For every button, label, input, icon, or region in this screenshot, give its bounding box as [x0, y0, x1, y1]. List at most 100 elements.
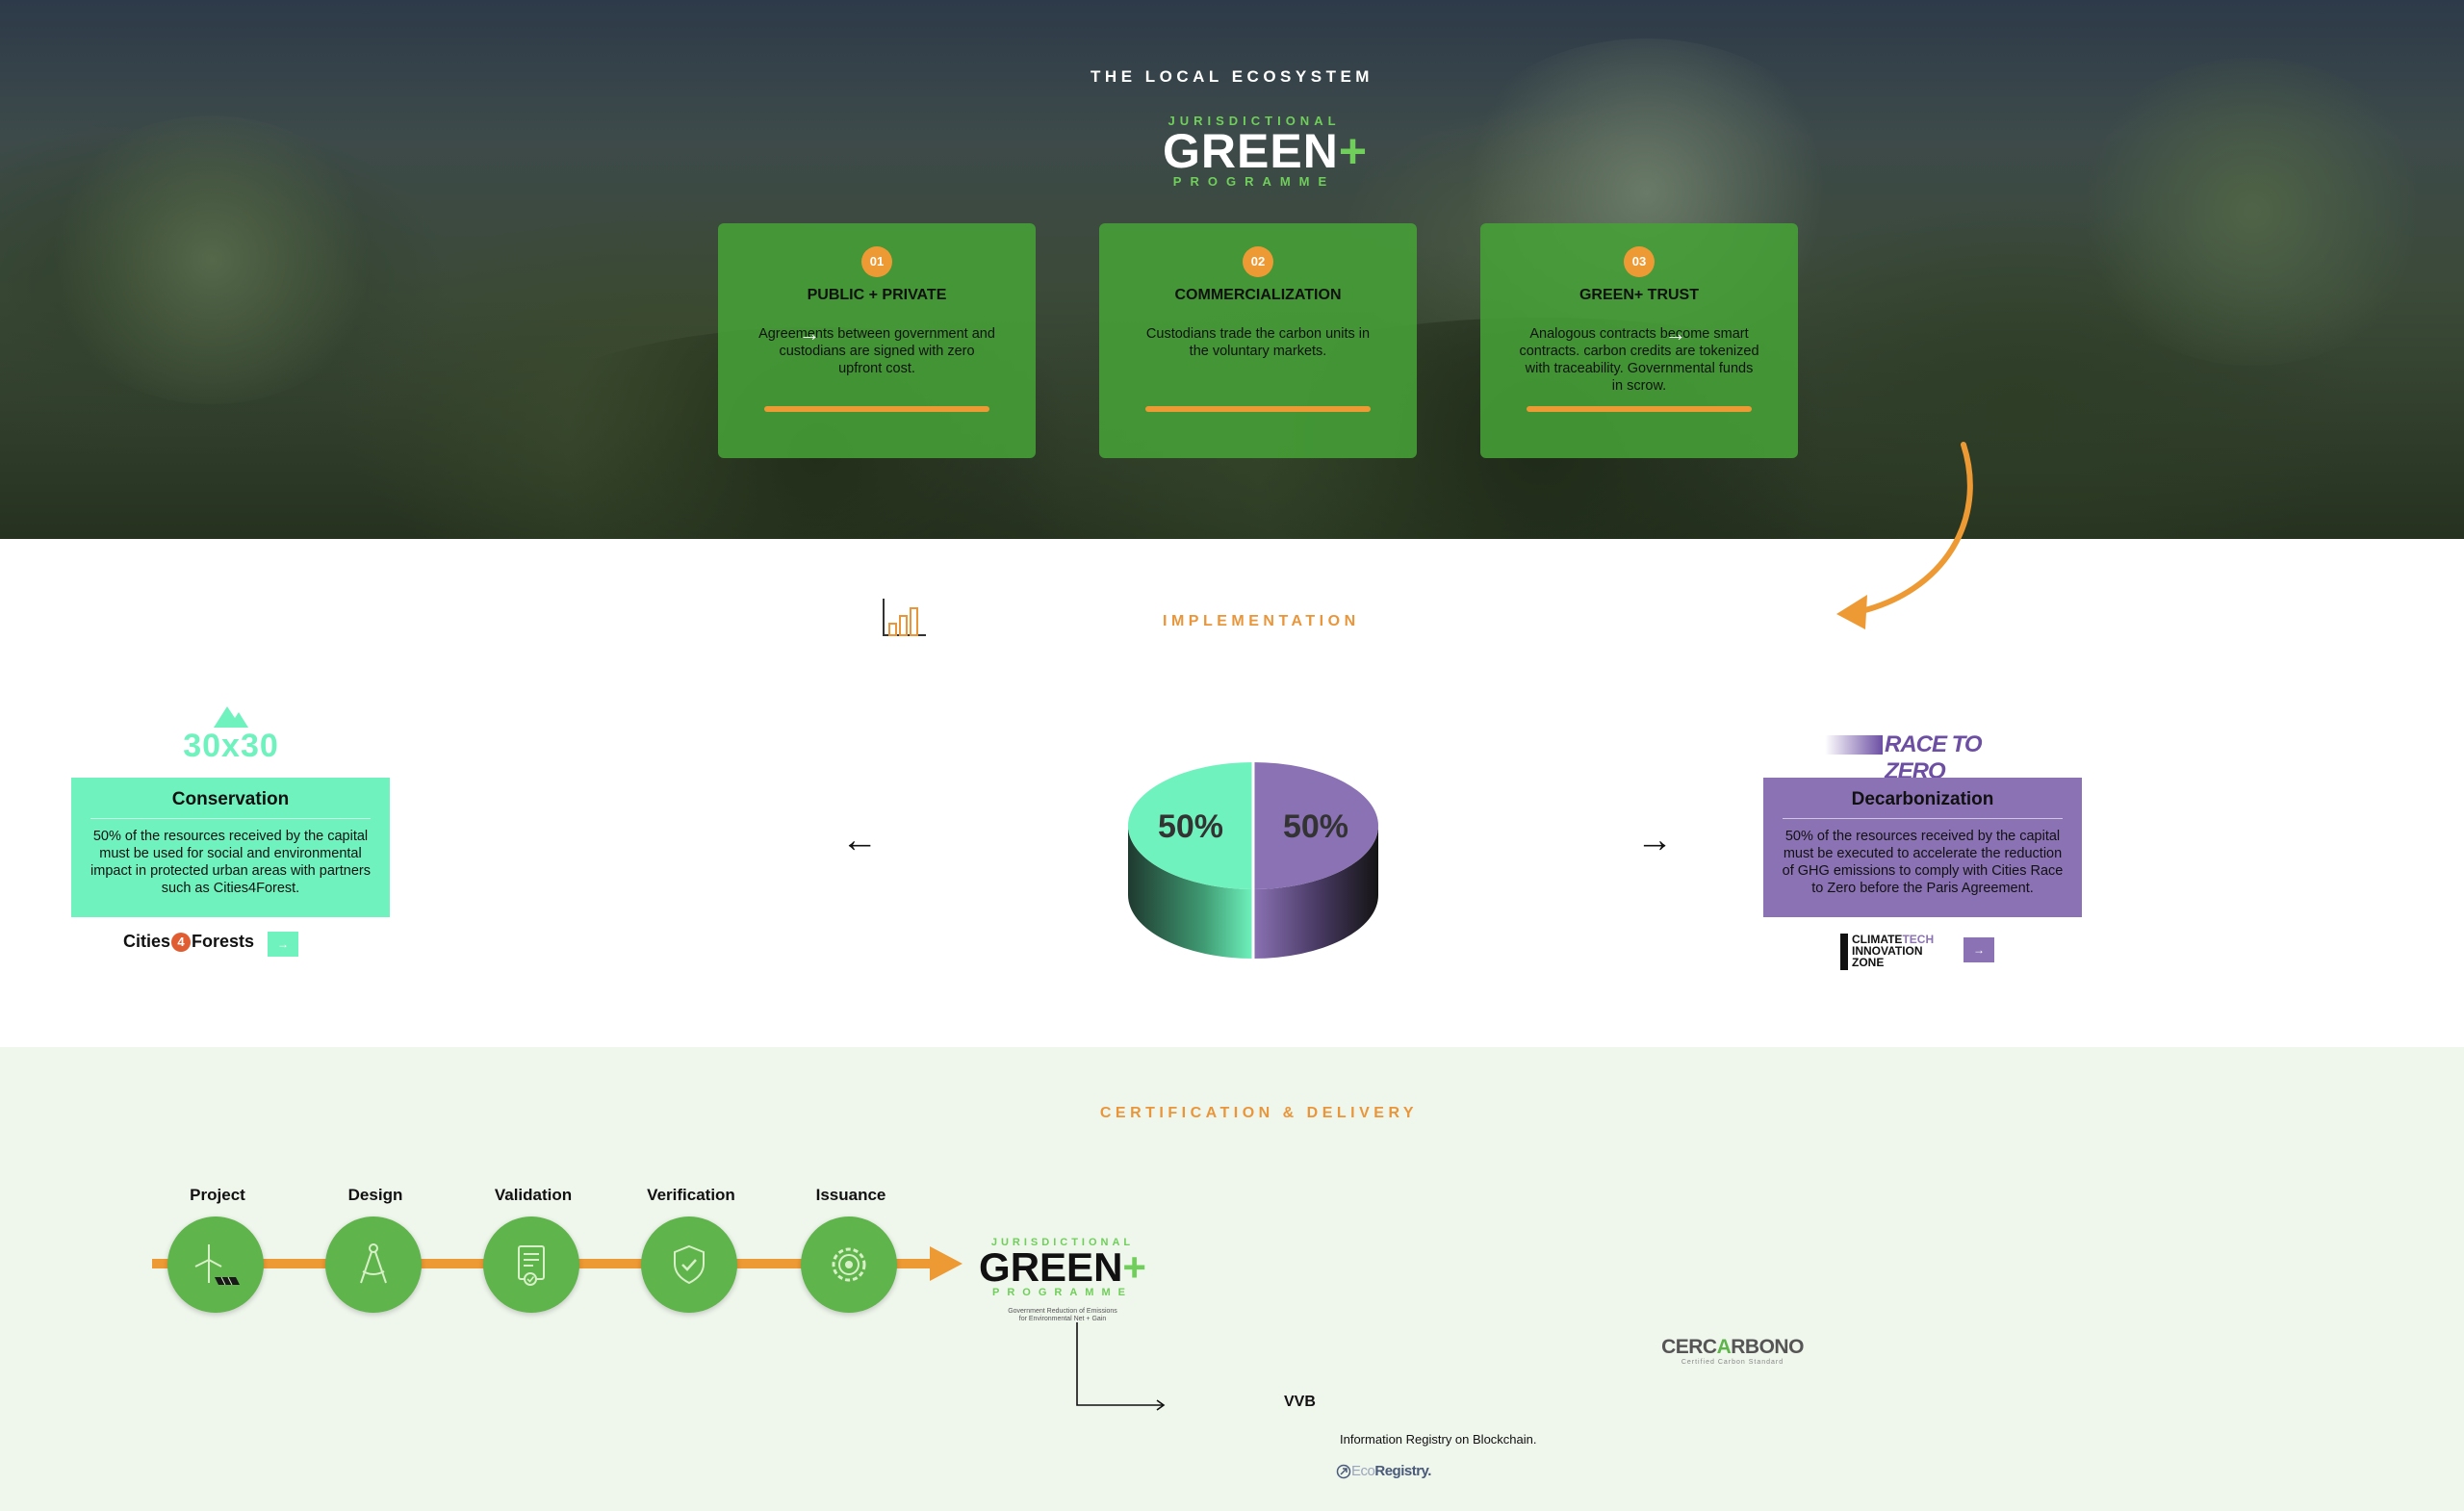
card-underline — [764, 406, 989, 412]
certification-title: CERTIFICATION & DELIVERY — [1099, 1105, 1419, 1121]
step-design[interactable] — [325, 1216, 422, 1313]
split-pie-chart: 50% 50% — [1128, 762, 1378, 959]
logo-plus-sign: + — [1338, 124, 1369, 178]
registry-description: Information Registry on Blockchain. — [1340, 1432, 1537, 1447]
climate-logo-text: CLIMATETECH INNOVATION ZONE — [1852, 934, 1934, 968]
step-validation[interactable] — [483, 1216, 579, 1313]
card-number: 01 — [861, 246, 892, 277]
pie-side-conservation — [1128, 826, 1253, 959]
step-label-issuance: Issuance — [815, 1186, 886, 1204]
card-public-private: 01 PUBLIC + PRIVATE Agreements between g… — [718, 223, 1036, 458]
green-plus-logo: JURISDICTIONAL GREEN+ PROGRAMME — [1163, 114, 1367, 191]
card-green-trust: 03 GREEN+ TRUST Analogous contracts beco… — [1480, 223, 1798, 458]
arrow-left-icon: ← — [841, 820, 878, 860]
cercarbono-logo: CERCARBONO Certified Carbon Standard — [1646, 1336, 1819, 1366]
ecosystem-title: THE LOCAL ECOSYSTEM — [1091, 67, 1373, 86]
conservation-panel: Conservation 50% of the resources receiv… — [71, 778, 390, 917]
race-logo-text: RACE TO ZERO — [1885, 731, 1983, 784]
step-label-validation: Validation — [494, 1186, 573, 1204]
cities-logo-four: 4 — [171, 933, 192, 953]
card-commercialization: 02 COMMERCIALIZATION Custodians trade th… — [1099, 223, 1417, 458]
cercarbono-mid: A — [1716, 1336, 1732, 1358]
step-label-verification: Verification — [647, 1186, 735, 1204]
gear-icon — [832, 1247, 866, 1282]
conservation-text: 50% of the resources received by the cap… — [90, 829, 371, 896]
card-text: Custodians trade the carbon units in the… — [1145, 326, 1371, 359]
pipeline-arrowhead-icon — [930, 1246, 962, 1281]
compass-icon — [360, 1243, 387, 1284]
arrow-right-icon: → — [1636, 820, 1673, 860]
curved-arrow-icon — [1836, 442, 1973, 629]
green-plus-logo-bottom: JURISDICTIONAL GREEN+ PROGRAMME Governme… — [976, 1237, 1149, 1323]
card-arrow-icon: → — [799, 321, 820, 346]
card-title: COMMERCIALIZATION — [1174, 287, 1342, 303]
logo-green-text: GREEN+ — [976, 1247, 1149, 1288]
cities-logo-pre: Cities — [123, 932, 171, 951]
climate-word: CLIMATE — [1852, 933, 1903, 946]
pie-slice-decarbonization — [1253, 762, 1378, 889]
elbow-arrow-icon — [1076, 1322, 1166, 1411]
logo-programme-text: PROGRAMME — [1172, 174, 1336, 189]
cities-logo-post: Forests — [192, 932, 255, 951]
card-text: Analogous contracts become smart contrac… — [1519, 326, 1759, 394]
cercarbono-name: CERCARBONO — [1646, 1336, 1819, 1359]
logo-jurisdictional-text: JURISDICTIONAL — [990, 1237, 1135, 1248]
ecoregistry-logo: EcoRegistry. — [1336, 1463, 1431, 1479]
climate-logo-line2: INNOVATION — [1852, 944, 1923, 958]
step-issuance[interactable] — [801, 1216, 897, 1313]
card-arrow-icon: → — [1665, 321, 1686, 346]
step-label-project: Project — [190, 1186, 245, 1204]
step-label-design: Design — [347, 1186, 403, 1204]
30x30-logo-text: 30x30 — [183, 728, 279, 764]
logo-programme-text: PROGRAMME — [992, 1287, 1133, 1298]
card-number: 02 — [1243, 246, 1273, 277]
ecoregistry-registry: Registry. — [1374, 1463, 1431, 1479]
climate-tech-logo: CLIMATETECH INNOVATION ZONE — [1840, 934, 1946, 972]
tech-word: TECH — [1902, 933, 1935, 946]
race-to-zero-logo: RACE TO ZERO — [1825, 728, 1998, 784]
logo-plus-sign: + — [1122, 1244, 1146, 1290]
pie-slice-conservation — [1128, 762, 1253, 889]
pie-label-decarbonization: 50% — [1283, 808, 1348, 845]
implementation-title: IMPLEMENTATION — [1163, 613, 1360, 629]
conservation-more-button[interactable]: → — [268, 932, 298, 957]
race-logo-stripes — [1825, 735, 1883, 755]
30x30-logo: 30x30 — [173, 703, 289, 764]
step-verification[interactable] — [641, 1216, 737, 1313]
bar-chart-icon — [883, 599, 926, 636]
decarbonization-title: Decarbonization — [1783, 789, 2063, 819]
card-text: Agreements between government and custod… — [758, 326, 995, 376]
pie-label-conservation: 50% — [1158, 808, 1223, 845]
card-number: 03 — [1624, 246, 1655, 277]
decarbonization-more-button[interactable]: → — [1964, 937, 1994, 962]
step-project[interactable] — [167, 1216, 264, 1313]
logo-green-word: GREEN — [1163, 124, 1339, 178]
logo-green-text: GREEN+ — [1163, 127, 1367, 175]
cercarbono-post: RBONO — [1731, 1336, 1804, 1358]
document-check-icon — [518, 1245, 545, 1286]
logo-jurisdictional-text: JURISDICTIONAL — [1168, 114, 1341, 128]
logo-tagline-line2: for Environmental Net + Gain — [1018, 1316, 1107, 1322]
climate-logo-line3: ZONE — [1852, 956, 1885, 969]
conservation-title: Conservation — [90, 789, 371, 819]
wind-solar-icon — [194, 1244, 240, 1286]
climate-logo-bar — [1840, 934, 1848, 970]
shield-check-icon — [674, 1244, 705, 1285]
card-underline — [1527, 406, 1752, 412]
card-underline — [1145, 406, 1371, 412]
vvb-label: VVB — [1284, 1394, 1316, 1410]
pie-side-decarbonization — [1253, 826, 1378, 959]
cercarbono-pre: CERC — [1661, 1336, 1717, 1358]
logo-green-word: GREEN — [979, 1244, 1123, 1290]
cercarbono-subtitle: Certified Carbon Standard — [1681, 1359, 1784, 1366]
card-title: PUBLIC + PRIVATE — [807, 287, 947, 303]
climate-logo-line1: CLIMATETECH — [1852, 934, 1934, 945]
mountain-icon — [214, 706, 248, 728]
ecoregistry-eco: Eco — [1351, 1463, 1375, 1479]
logo-tagline-line1: Government Reduction of Emissions — [1008, 1308, 1117, 1315]
decarbonization-panel: Decarbonization 50% of the resources rec… — [1763, 778, 2082, 917]
ecoregistry-mark-icon — [1336, 1464, 1351, 1479]
card-title: GREEN+ TRUST — [1578, 287, 1699, 303]
logo-tagline: Government Reduction of Emissions for En… — [976, 1308, 1149, 1323]
